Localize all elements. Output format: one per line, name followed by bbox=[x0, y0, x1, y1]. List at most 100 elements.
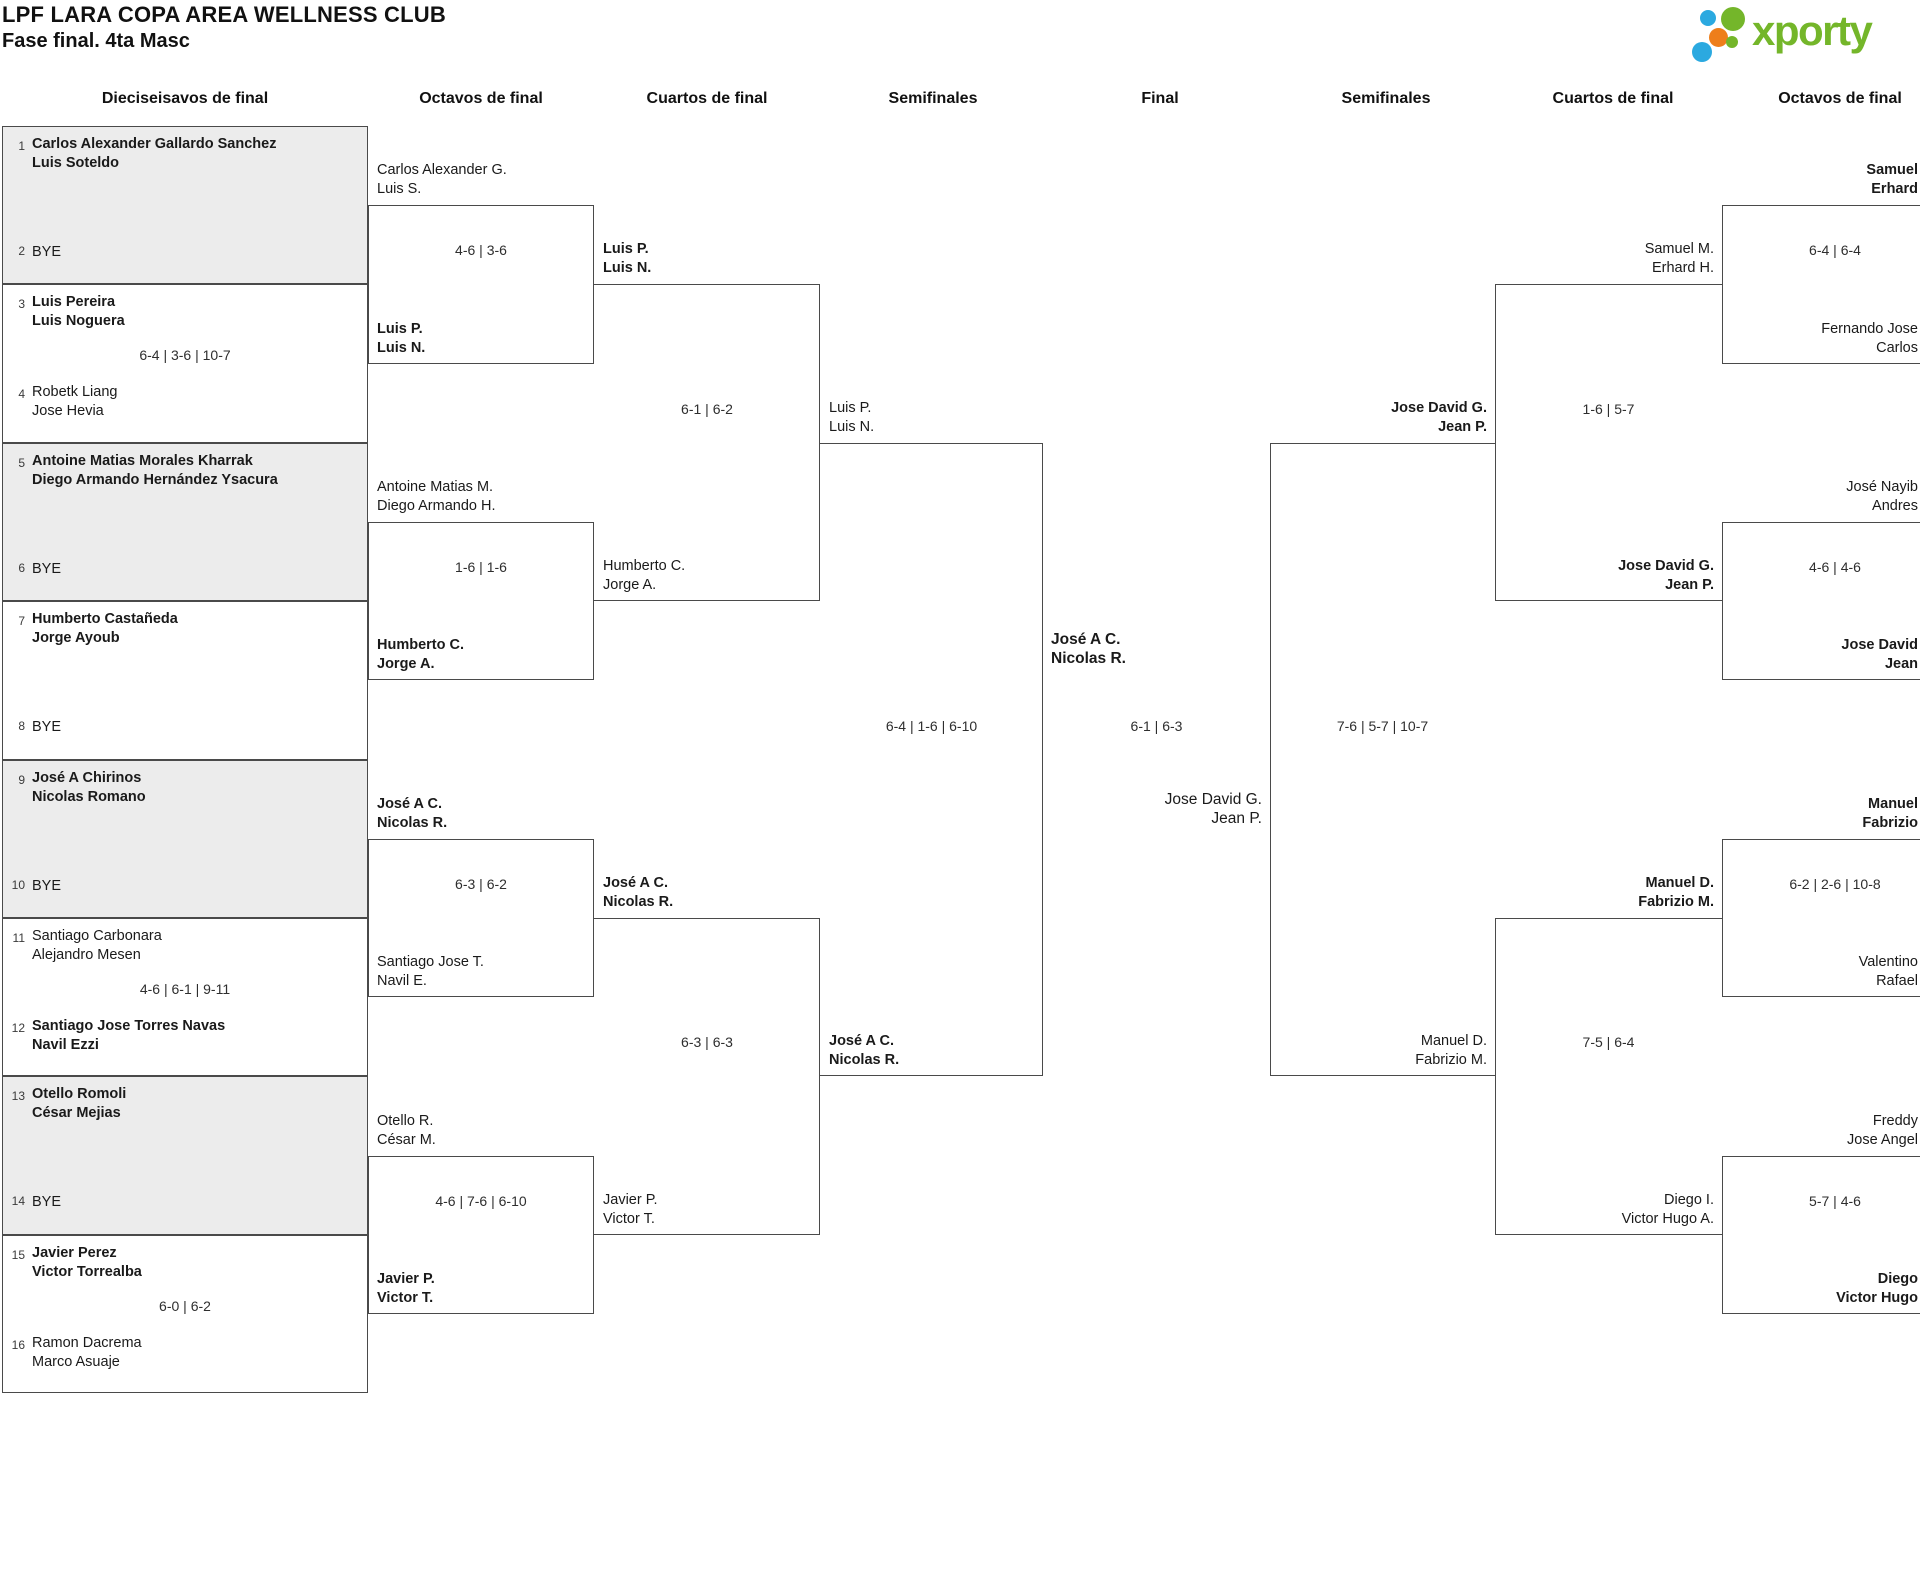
team-name-winner: Diego Victor Hugo bbox=[1836, 1271, 1918, 1306]
team-name: Antoine Matias M. Diego Armando H. bbox=[377, 479, 496, 514]
team-name: Carlos Alexander G. Luis S. bbox=[377, 162, 507, 198]
logo-text: xporty bbox=[1752, 7, 1873, 54]
match-score: 5-7 | 4-6 bbox=[1809, 1192, 1861, 1209]
team-entry: Carlos Alexander Gallardo Sanchez Luis S… bbox=[32, 136, 277, 171]
team-entry: Javier Perez Victor Torrealba bbox=[32, 1244, 142, 1280]
octavos-right-box-4 bbox=[1722, 1155, 1920, 1314]
bye-label: BYE bbox=[32, 719, 62, 736]
team-entry: Antoine Matias Morales Kharrak Diego Arm… bbox=[32, 452, 278, 488]
cuartos-right-box-1 bbox=[1495, 284, 1722, 602]
team-name: José Nayib Andres bbox=[1846, 479, 1918, 514]
match-score: 6-1 | 6-3 bbox=[1130, 717, 1183, 734]
team-name-winner: Jose David Jean bbox=[1841, 637, 1918, 673]
page-title: LPF LARA COPA AREA WELLNESS CLUB bbox=[2, 2, 446, 27]
round-header-2: Octavos de final bbox=[419, 90, 543, 107]
seed-number: 7 bbox=[18, 614, 25, 629]
match-score: 4-6 | 4-6 bbox=[1809, 559, 1861, 576]
match-score: 6-4 | 6-4 bbox=[1809, 242, 1861, 259]
logo-dot-orange bbox=[1709, 28, 1728, 47]
seed-number: 15 bbox=[11, 1247, 25, 1262]
logo-dot-green-large bbox=[1721, 7, 1745, 31]
team-name-winner: Manuel Fabrizio bbox=[1862, 795, 1918, 831]
semifinal-left-box bbox=[820, 442, 1043, 1077]
team-name-winner: Samuel Erhard bbox=[1866, 162, 1918, 198]
team-name-winner: Luis P. Luis N. bbox=[603, 241, 652, 277]
logo-dot-green-small bbox=[1726, 36, 1738, 48]
match-score: 6-4 | 3-6 | 10-7 bbox=[139, 347, 231, 364]
octavos-right-box-2 bbox=[1722, 522, 1920, 681]
team-entry: Santiago Jose Torres Navas Navil Ezzi bbox=[32, 1018, 226, 1053]
seed-number: 5 bbox=[18, 455, 25, 470]
team-entry: José A Chirinos Nicolas Romano bbox=[32, 769, 146, 805]
seed-number: 13 bbox=[11, 1089, 25, 1104]
match-score: 4-6 | 7-6 | 6-10 bbox=[435, 1192, 527, 1209]
seed-number: 4 bbox=[18, 387, 25, 402]
team-name-winner: Jose David G. Jean P. bbox=[1618, 558, 1714, 594]
match-score: 7-5 | 6-4 bbox=[1582, 1034, 1635, 1051]
match-score: 6-3 | 6-3 bbox=[681, 1034, 733, 1051]
team-name: Otello R. César M. bbox=[377, 1112, 436, 1148]
team-name: Humberto C. Jorge A. bbox=[603, 558, 686, 594]
octavos-right-box-1 bbox=[1722, 205, 1920, 364]
team-name: Diego I. Victor Hugo A. bbox=[1621, 1191, 1714, 1227]
team-entry: Otello Romoli César Mejias bbox=[32, 1086, 127, 1122]
team-name-winner: José A C. Nicolas R. bbox=[603, 875, 674, 910]
team-name-winner: Manuel D. Fabrizio M. bbox=[1638, 875, 1714, 910]
team-entry: Robetk Liang Jose Hevia bbox=[32, 384, 118, 420]
seed-number: 9 bbox=[18, 772, 25, 787]
team-name-winner: Jose David G. Jean P. bbox=[1391, 399, 1487, 435]
cuartos-left-box-1 bbox=[594, 284, 820, 602]
match-score: 1-6 | 5-7 bbox=[1582, 400, 1635, 417]
team-entry: Ramon Dacrema Marco Asuaje bbox=[32, 1334, 142, 1370]
round-header-8: Octavos de final bbox=[1778, 90, 1902, 107]
match-score: 7-6 | 5-7 | 10-7 bbox=[1336, 717, 1429, 734]
team-name: Javier P. Victor T. bbox=[603, 1191, 658, 1227]
team-name-winner: Humberto C. Jorge A. bbox=[377, 637, 464, 673]
bye-label: BYE bbox=[32, 1194, 62, 1211]
seed-number: 6 bbox=[18, 560, 25, 575]
team-name-winner: José A C. Nicolas R. bbox=[1051, 630, 1126, 668]
match-score: 6-0 | 6-2 bbox=[159, 1297, 211, 1314]
r32-block-1: 1 Carlos Alexander Gallardo Sanchez Luis … bbox=[2, 126, 368, 285]
round-header-4: Semifinales bbox=[888, 90, 978, 107]
seed-number: 14 bbox=[11, 1194, 25, 1209]
page-subtitle: Fase final. 4ta Masc bbox=[2, 30, 190, 52]
cuartos-left-box-2 bbox=[594, 918, 820, 1235]
seed-number: 11 bbox=[12, 931, 25, 945]
octavos-left-box-4 bbox=[368, 1155, 594, 1314]
round-header-6: Semifinales bbox=[1341, 90, 1431, 107]
r32-block-7: 13 Otello Romoli César Mejias 14 BYE bbox=[2, 1076, 368, 1235]
team-name-winner: José A C. Nicolas R. bbox=[377, 795, 448, 831]
bye-label: BYE bbox=[32, 560, 62, 577]
team-name-winner: Luis P. Luis N. bbox=[377, 320, 426, 356]
octavos-left-box-2 bbox=[368, 522, 594, 681]
r32-block-5: 9 José A Chirinos Nicolas Romano 10 BYE bbox=[2, 759, 368, 918]
octavos-left-box-3 bbox=[368, 838, 594, 998]
team-name: Jose David G. Jean P. bbox=[1164, 790, 1262, 828]
match-score: 4-6 | 6-1 | 9-11 bbox=[139, 981, 231, 997]
team-entry: Luis Pereira Luis Noguera bbox=[32, 294, 125, 330]
cuartos-right-box-2 bbox=[1495, 918, 1722, 1235]
team-name: Santiago Jose T. Navil E. bbox=[377, 954, 484, 990]
team-entry: Humberto Castañeda Jorge Ayoub bbox=[32, 611, 178, 647]
seed-number: 1 bbox=[18, 139, 25, 153]
logo-dot-blue-top bbox=[1700, 10, 1716, 26]
bye-label: BYE bbox=[32, 244, 62, 260]
team-name: Luis P. Luis N. bbox=[829, 399, 875, 435]
octavos-right-box-3 bbox=[1722, 838, 1920, 998]
round-header-7: Cuartos de final bbox=[1552, 90, 1674, 107]
seed-number: 10 bbox=[11, 877, 25, 892]
match-score: 6-2 | 2-6 | 10-8 bbox=[1789, 876, 1881, 892]
round-header-5: Final bbox=[1141, 90, 1179, 107]
bye-label: BYE bbox=[32, 877, 62, 894]
team-name: Valentino Rafael bbox=[1858, 954, 1918, 990]
team-name: Fernando Jose Carlos bbox=[1821, 320, 1918, 356]
team-name-winner: José A C. Nicolas R. bbox=[829, 1033, 900, 1069]
logo-dot-blue-bottom bbox=[1692, 42, 1712, 62]
round-header-1: Dieciseisavos de final bbox=[101, 90, 269, 107]
